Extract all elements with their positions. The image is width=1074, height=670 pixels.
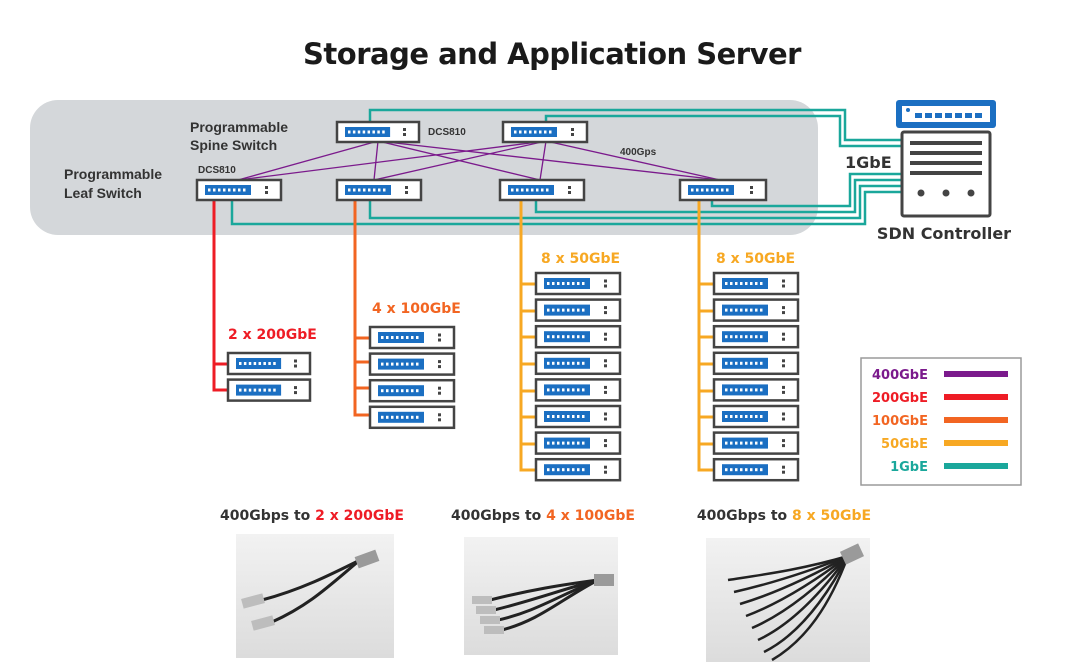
sdn-controller-label: SDN Controller <box>877 224 1011 243</box>
cable-caption-200g: 400Gbps to 2 x 200GbE <box>220 508 404 524</box>
cable-caption-100g: 400Gbps to 4 x 100GbE <box>451 508 635 524</box>
cable-caption-50g: 400Gbps to 8 x 50GbE <box>697 508 871 524</box>
spine-link-speed-label: 400Gps <box>620 147 657 158</box>
spine-switches <box>335 120 589 144</box>
mgmt-links <box>230 108 902 226</box>
server-2-1 <box>368 325 456 350</box>
legend-swatch-400g <box>944 371 1008 377</box>
legend-swatch-100g <box>944 417 1008 423</box>
mgmt-link-label: 1GbE <box>845 153 892 172</box>
legend-swatch-50g <box>944 440 1008 446</box>
server-1-2 <box>226 378 312 402</box>
spine-switch-1 <box>335 120 421 144</box>
server-3-5 <box>534 378 622 402</box>
legend-swatch-1g <box>944 463 1008 469</box>
leaf-switch-label: Programmable Leaf Switch <box>64 166 166 201</box>
server-4-2 <box>712 298 800 322</box>
cable-photo-4x100g <box>464 537 618 655</box>
spine-switch-2 <box>501 120 589 144</box>
leaf-switches <box>195 178 768 202</box>
server-4-3 <box>712 324 800 349</box>
legend-label-400g: 400GbE <box>872 368 928 383</box>
cable-photo-8x50g <box>706 538 870 662</box>
server-3-6 <box>534 404 622 429</box>
server-4-7 <box>712 431 800 455</box>
server-4-8 <box>712 457 800 482</box>
legend-label-1g: 1GbE <box>890 460 928 475</box>
leaf-switch-1 <box>195 178 283 202</box>
leaf-switch-3 <box>498 178 586 202</box>
cable-photo-2x200g <box>236 534 394 658</box>
server-1-1 <box>226 351 312 376</box>
leaf-switch-2 <box>335 178 423 202</box>
server-racks <box>226 271 800 482</box>
group-label-200g: 2 x 200GbE <box>228 327 317 343</box>
server-3-8 <box>534 457 622 482</box>
legend-label-50g: 50GbE <box>881 437 928 452</box>
leaf-model-label: DCS810 <box>198 165 236 176</box>
legend: 400GbE 200GbE 100GbE 50GbE 1GbE <box>860 357 1022 486</box>
legend-label-200g: 200GbE <box>872 391 928 406</box>
server-2-4 <box>368 405 456 430</box>
server-4-4 <box>712 351 800 376</box>
legend-label-100g: 100GbE <box>872 414 928 429</box>
server-2-3 <box>368 378 456 403</box>
group-label-50g-a: 8 x 50GbE <box>541 251 620 267</box>
spine-leaf-mesh <box>237 140 721 181</box>
server-3-1 <box>534 271 622 296</box>
sdn-controller-icon <box>896 100 996 218</box>
group-label-100g: 4 x 100GbE <box>372 301 461 317</box>
server-3-4 <box>534 351 622 376</box>
downlinks <box>212 200 714 472</box>
server-4-5 <box>712 378 800 402</box>
group-label-50g-b: 8 x 50GbE <box>716 251 795 267</box>
server-3-7 <box>534 431 622 455</box>
leaf-switch-4 <box>678 178 768 202</box>
server-3-2 <box>534 298 622 322</box>
spine-switch-label: Programmable Spine Switch <box>190 119 292 153</box>
server-3-3 <box>534 324 622 349</box>
diagram-title: Storage and Application Server <box>303 37 802 71</box>
legend-swatch-200g <box>944 394 1008 400</box>
server-2-2 <box>368 352 456 376</box>
spine-model-label: DCS810 <box>428 127 466 138</box>
server-4-6 <box>712 404 800 429</box>
server-4-1 <box>712 271 800 296</box>
